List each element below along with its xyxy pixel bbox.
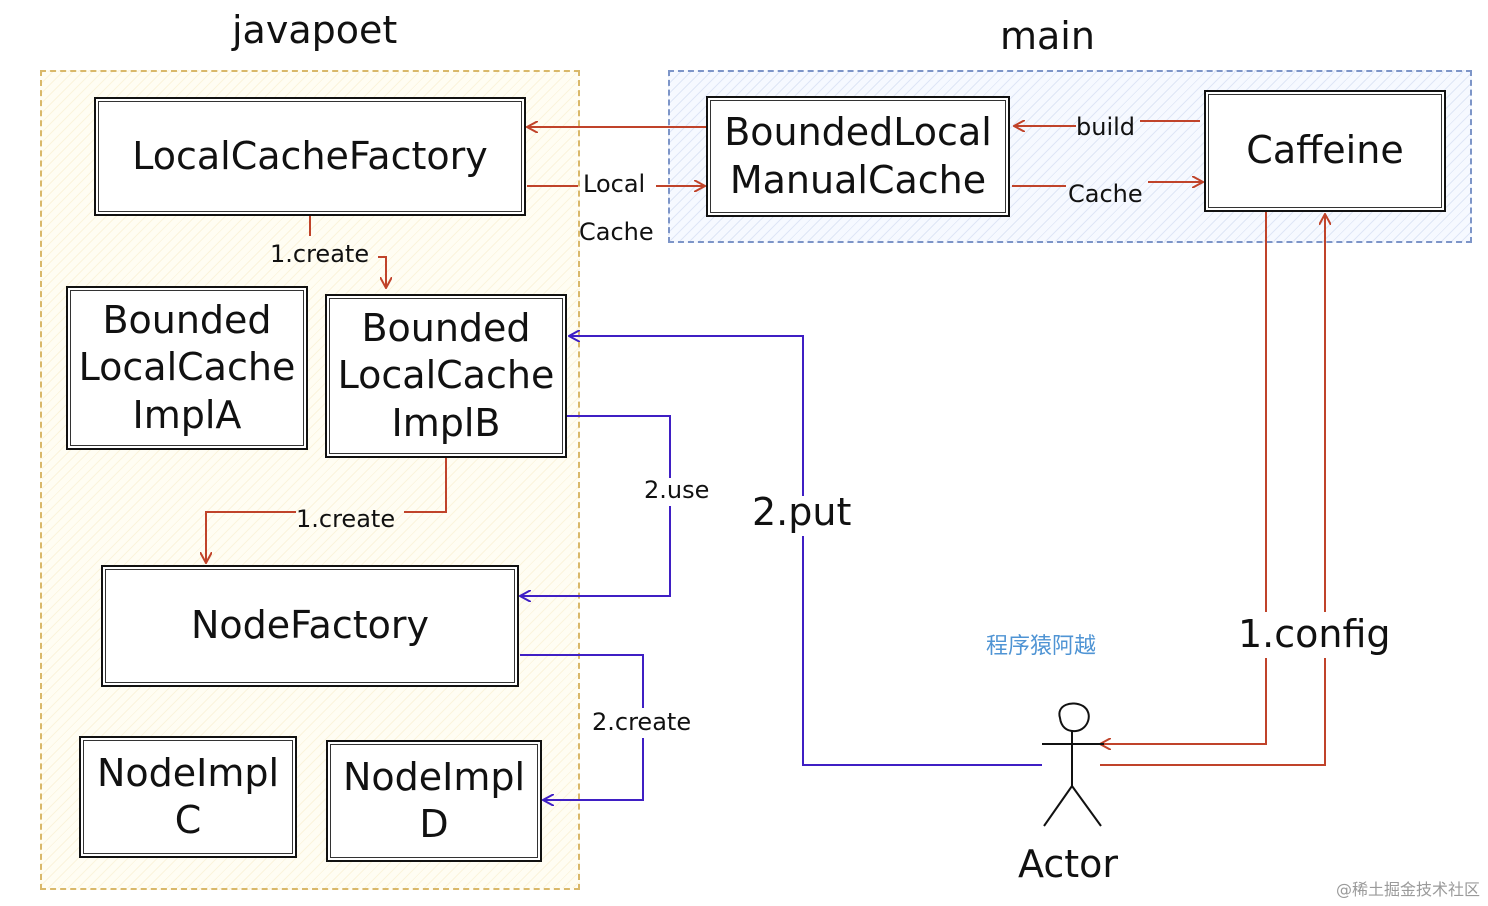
javapoet-group-title: javapoet — [232, 8, 398, 52]
author-watermark: 程序猿阿越 — [986, 634, 1097, 659]
bounded-local-manual-cache-label: BoundedLocal ManualCache — [724, 110, 992, 202]
arrow-actor-put-implb — [569, 336, 1042, 766]
node-impl-c-label: NodeImpl C — [96, 750, 280, 843]
label-create-1-mid: 1.create — [296, 505, 396, 533]
label-use-2: 2.use — [644, 476, 710, 504]
node-factory-box: NodeFactory — [101, 565, 519, 687]
label-cache-left: Cache — [579, 218, 654, 246]
bounded-local-manual-cache-box: BoundedLocal ManualCache — [706, 96, 1010, 217]
node-impl-d-label: NodeImpl D — [342, 754, 526, 847]
node-impl-c-box: NodeImpl C — [79, 736, 297, 858]
bounded-local-cache-impl-a-box: Bounded LocalCache ImplA — [66, 286, 308, 450]
site-watermark: @稀土掘金技术社区 — [1335, 880, 1480, 899]
local-cache-factory-label: LocalCacheFactory — [132, 133, 488, 178]
label-config-1: 1.config — [1238, 612, 1391, 656]
label-cache-right: Cache — [1068, 180, 1143, 208]
main-group-title: main — [1000, 14, 1095, 58]
label-build: build — [1076, 113, 1136, 141]
arrow-caffeine-to-actor — [1100, 212, 1267, 744]
caffeine-label: Caffeine — [1246, 128, 1404, 173]
bounded-local-cache-impl-b-box: Bounded LocalCache ImplB — [325, 294, 567, 458]
label-create-1-top: 1.create — [270, 240, 370, 268]
label-actor: Actor — [1018, 842, 1118, 886]
bounded-local-cache-impl-a-label: Bounded LocalCache ImplA — [78, 297, 296, 437]
actor-legs — [1043, 785, 1102, 827]
arrow-actor-to-caffeine — [1100, 214, 1325, 766]
node-impl-d-box: NodeImpl D — [326, 740, 542, 862]
label-local: Local — [583, 170, 646, 198]
bounded-local-cache-impl-b-label: Bounded LocalCache ImplB — [337, 305, 555, 445]
actor-figure — [1042, 702, 1104, 827]
actor-head — [1058, 702, 1090, 733]
node-factory-label: NodeFactory — [191, 603, 429, 648]
local-cache-factory-box: LocalCacheFactory — [94, 97, 526, 216]
label-create-2: 2.create — [592, 708, 692, 736]
label-put-2: 2.put — [752, 490, 852, 534]
caffeine-box: Caffeine — [1204, 90, 1446, 212]
